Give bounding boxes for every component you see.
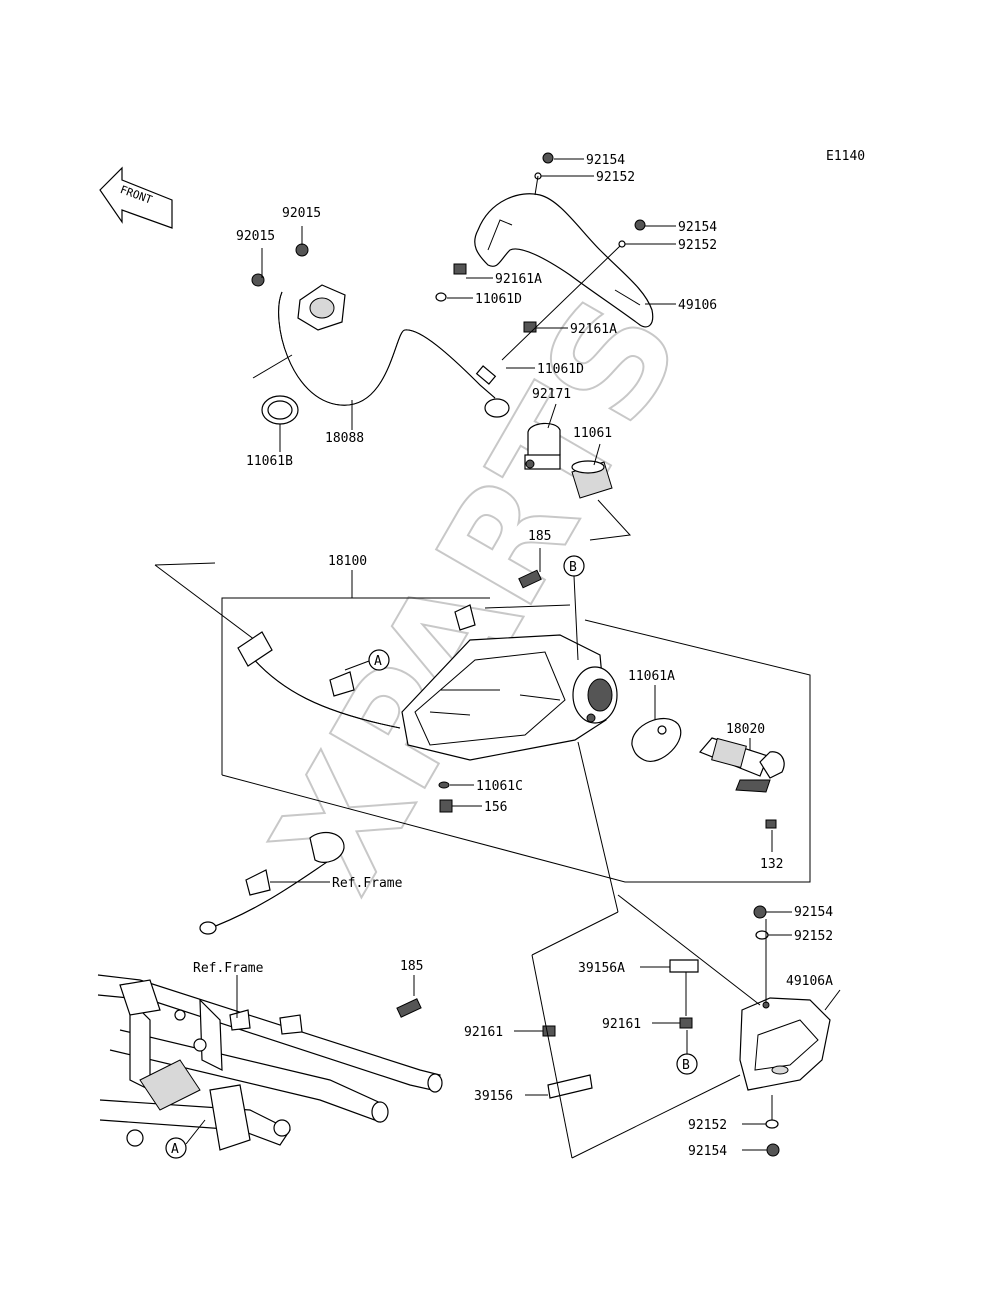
label-ref-frame: Ref.Frame [193,961,264,976]
svg-text:B: B [682,1058,690,1073]
exhaust-header-pipe [278,284,510,418]
leader-lines-bottom [236,894,841,1159]
callout-B: B [563,555,585,661]
spark-arrester-18020 [698,737,785,793]
label-92152: 92152 [678,238,717,253]
grommet-icon [523,321,537,333]
washer-icon [438,781,450,789]
washer-icon [435,292,447,302]
label-49106A: 49106A [786,974,833,989]
label-11061A: 11061A [628,669,675,684]
plate-39156 [547,1074,593,1099]
label-92015: 92015 [282,206,321,221]
label-49106: 49106 [678,298,717,313]
nut-icon [679,1017,693,1029]
label-11061B: 11061B [246,454,293,469]
label-92152: 92152 [596,170,635,185]
label-92161A: 92161A [495,272,542,287]
nut-icon [295,243,309,257]
label-156: 156 [484,800,507,815]
svg-text:A: A [374,654,382,669]
label-11061C: 11061C [476,779,523,794]
nut-icon [439,799,453,813]
label-92152: 92152 [688,1118,727,1133]
gasket-11061A [631,718,682,762]
label-92015: 92015 [236,229,275,244]
bolt-icon [766,1143,780,1157]
callout-A: A [344,649,390,671]
watermark: XPARTS [240,271,714,918]
label-18020: 18020 [726,722,765,737]
diagram-code: E1140 [826,149,865,164]
frame-reference-member [199,831,345,935]
label-18088: 18088 [325,431,364,446]
gasket-11061B [261,395,299,425]
clamp-92171 [524,422,561,470]
label-92161A: 92161A [570,322,617,337]
label-11061D: 11061D [475,292,522,307]
bolt-icon [518,569,542,589]
svg-text:A: A [171,1142,179,1157]
leader-lines-top [252,158,676,541]
sleeve-11061 [571,460,613,499]
label-92154: 92154 [586,153,625,168]
label-92154: 92154 [688,1144,727,1159]
bracket-box-18100 [154,562,811,883]
bolt-icon [542,152,554,164]
nut-icon [542,1025,556,1037]
callout-B: B [676,1030,698,1075]
bolt-icon [753,905,767,919]
front-arrow-icon: FRONT [99,166,173,229]
frame-assembly [97,974,443,1151]
callout-A: A [165,1119,206,1159]
grommet-icon [453,263,467,275]
label-92152: 92152 [794,929,833,944]
label-92154: 92154 [794,905,833,920]
washer-icon [765,1119,779,1129]
label-92171: 92171 [532,387,571,402]
label-ref-frame: Ref.Frame [332,876,403,891]
label-39156: 39156 [474,1089,513,1104]
label-11061D: 11061D [537,362,584,377]
label-92154: 92154 [678,220,717,235]
label-132: 132 [760,857,783,872]
label-92161: 92161 [464,1025,503,1040]
heat-shield-49106A [739,997,831,1091]
label-11061: 11061 [573,426,612,441]
svg-text:B: B [569,560,577,575]
heat-guard-49106 [474,193,654,328]
label-39156A: 39156A [578,961,625,976]
bolt-icon [765,819,777,829]
label-185: 185 [528,529,551,544]
plate-39156A [669,959,699,973]
muffler-18100 [237,604,618,761]
bolt-icon [396,998,422,1018]
label-185: 185 [400,959,423,974]
leader-lines-middle [270,548,773,913]
label-18100: 18100 [328,554,367,569]
bolt-icon [634,219,646,231]
nut-icon [251,273,265,287]
label-92161: 92161 [602,1017,641,1032]
